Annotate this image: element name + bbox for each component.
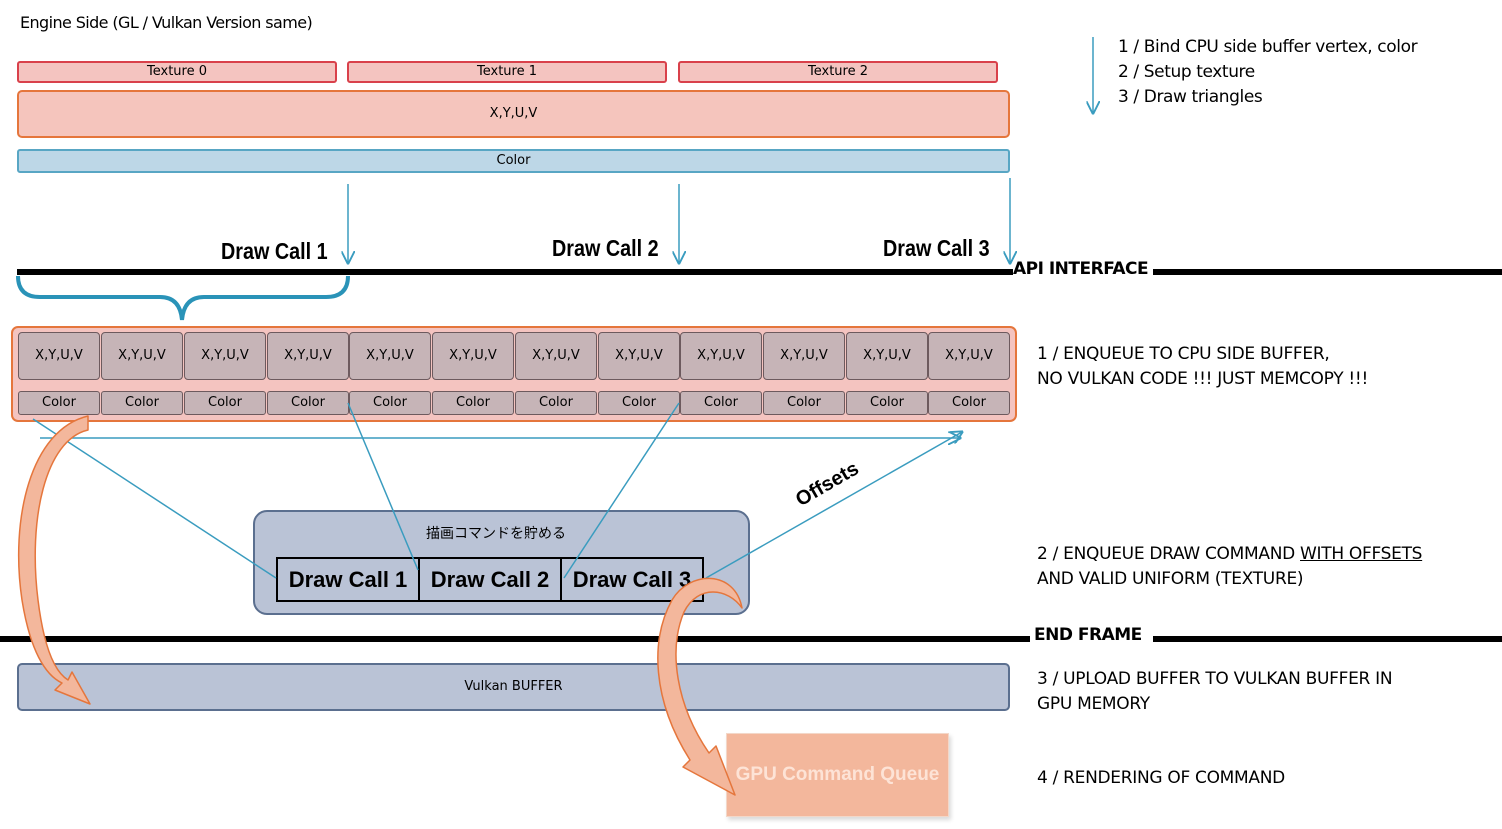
vulkan-buffer: Vulkan BUFFER	[17, 663, 1010, 711]
cpu-buffer-xyuv-cell: X,Y,U,V	[267, 332, 349, 380]
cpu-buffer-color-cell: Color	[184, 391, 266, 415]
submit-curve-arrow	[657, 577, 743, 796]
cpu-buffer-color-cell: Color	[928, 391, 1010, 415]
note-step1-line1: 1 / ENQUEUE TO CPU SIDE BUFFER,	[1037, 344, 1330, 364]
command-draw-call-3: Draw Call 3	[560, 557, 704, 602]
draw-call-1-label: Draw Call 1	[221, 238, 328, 264]
cpu-buffer-xyuv-cell: X,Y,U,V	[680, 332, 762, 380]
cpu-buffer-color-cell: Color	[349, 391, 431, 415]
end-frame-line-right	[1153, 636, 1502, 642]
end-frame-label: END FRAME	[1034, 625, 1142, 645]
note-step3-line1: 3 / UPLOAD BUFFER TO VULKAN BUFFER IN	[1037, 669, 1393, 689]
note-step1-line2: NO VULKAN CODE !!! JUST MEMCOPY !!!	[1037, 369, 1368, 389]
cpu-buffer-xyuv-cell: X,Y,U,V	[349, 332, 431, 380]
api-interface-line-left	[17, 269, 1013, 275]
cpu-buffer-color-cell: Color	[598, 391, 680, 415]
note-step2-line1: 2 / ENQUEUE DRAW COMMAND WITH OFFSETS	[1037, 544, 1422, 564]
draw-call-1-brace	[16, 275, 350, 321]
page-title: Engine Side (GL / Vulkan Version same)	[20, 13, 313, 32]
step-draw-triangles: 3 / Draw triangles	[1118, 87, 1263, 107]
draw-call-2-label: Draw Call 2	[552, 235, 659, 261]
texture-1-block: Texture 1	[347, 61, 667, 83]
command-draw-call-1: Draw Call 1	[276, 557, 420, 602]
vertex-block: X,Y,U,V	[17, 90, 1010, 138]
cpu-buffer-xyuv-cell: X,Y,U,V	[846, 332, 928, 380]
cpu-buffer-color-cell: Color	[267, 391, 349, 415]
cpu-buffer-color-cell: Color	[846, 391, 928, 415]
note-step3-line2: GPU MEMORY	[1037, 694, 1150, 714]
cpu-buffer-xyuv-cell: X,Y,U,V	[763, 332, 845, 380]
cpu-buffer-xyuv-cell: X,Y,U,V	[432, 332, 514, 380]
texture-2-block: Texture 2	[678, 61, 998, 83]
upload-curve-arrow	[17, 415, 91, 705]
cpu-buffer-xyuv-cell: X,Y,U,V	[184, 332, 266, 380]
api-interface-line-right	[1153, 269, 1502, 275]
cpu-buffer-color-cell: Color	[680, 391, 762, 415]
cpu-buffer-color-cell: Color	[101, 391, 183, 415]
texture-0-block: Texture 0	[17, 61, 337, 83]
api-interface-label: API INTERFACE	[1013, 259, 1149, 279]
note-step4-line1: 4 / RENDERING OF COMMAND	[1037, 768, 1285, 788]
end-frame-line-left	[0, 636, 1030, 642]
cpu-buffer-color-cell: Color	[432, 391, 514, 415]
cpu-buffer-color-cell: Color	[763, 391, 845, 415]
cpu-buffer-xyuv-cell: X,Y,U,V	[928, 332, 1010, 380]
draw-call-3-label: Draw Call 3	[883, 235, 990, 261]
command-store-title: 描画コマンドを貯める	[426, 526, 566, 542]
note-step2-underlined: WITH OFFSETS	[1300, 544, 1423, 564]
cpu-buffer-xyuv-cell: X,Y,U,V	[515, 332, 597, 380]
cpu-buffer-color-cell: Color	[18, 391, 100, 415]
command-draw-call-2: Draw Call 2	[418, 557, 562, 602]
cpu-buffer-color-cell: Color	[515, 391, 597, 415]
cpu-buffer-xyuv-cell: X,Y,U,V	[598, 332, 680, 380]
cpu-buffer-xyuv-cell: X,Y,U,V	[18, 332, 100, 380]
note-step2-prefix: 2 / ENQUEUE DRAW COMMAND	[1037, 544, 1301, 564]
offsets-arrow	[705, 432, 962, 579]
gpu-command-queue: GPU Command Queue	[726, 733, 949, 817]
step-bind-buffer: 1 / Bind CPU side buffer vertex, color	[1118, 37, 1418, 57]
color-block: Color	[17, 149, 1010, 173]
note-step2-line2: AND VALID UNIFORM (TEXTURE)	[1037, 569, 1304, 589]
step-setup-texture: 2 / Setup texture	[1118, 62, 1255, 82]
cpu-buffer-xyuv-cell: X,Y,U,V	[101, 332, 183, 380]
